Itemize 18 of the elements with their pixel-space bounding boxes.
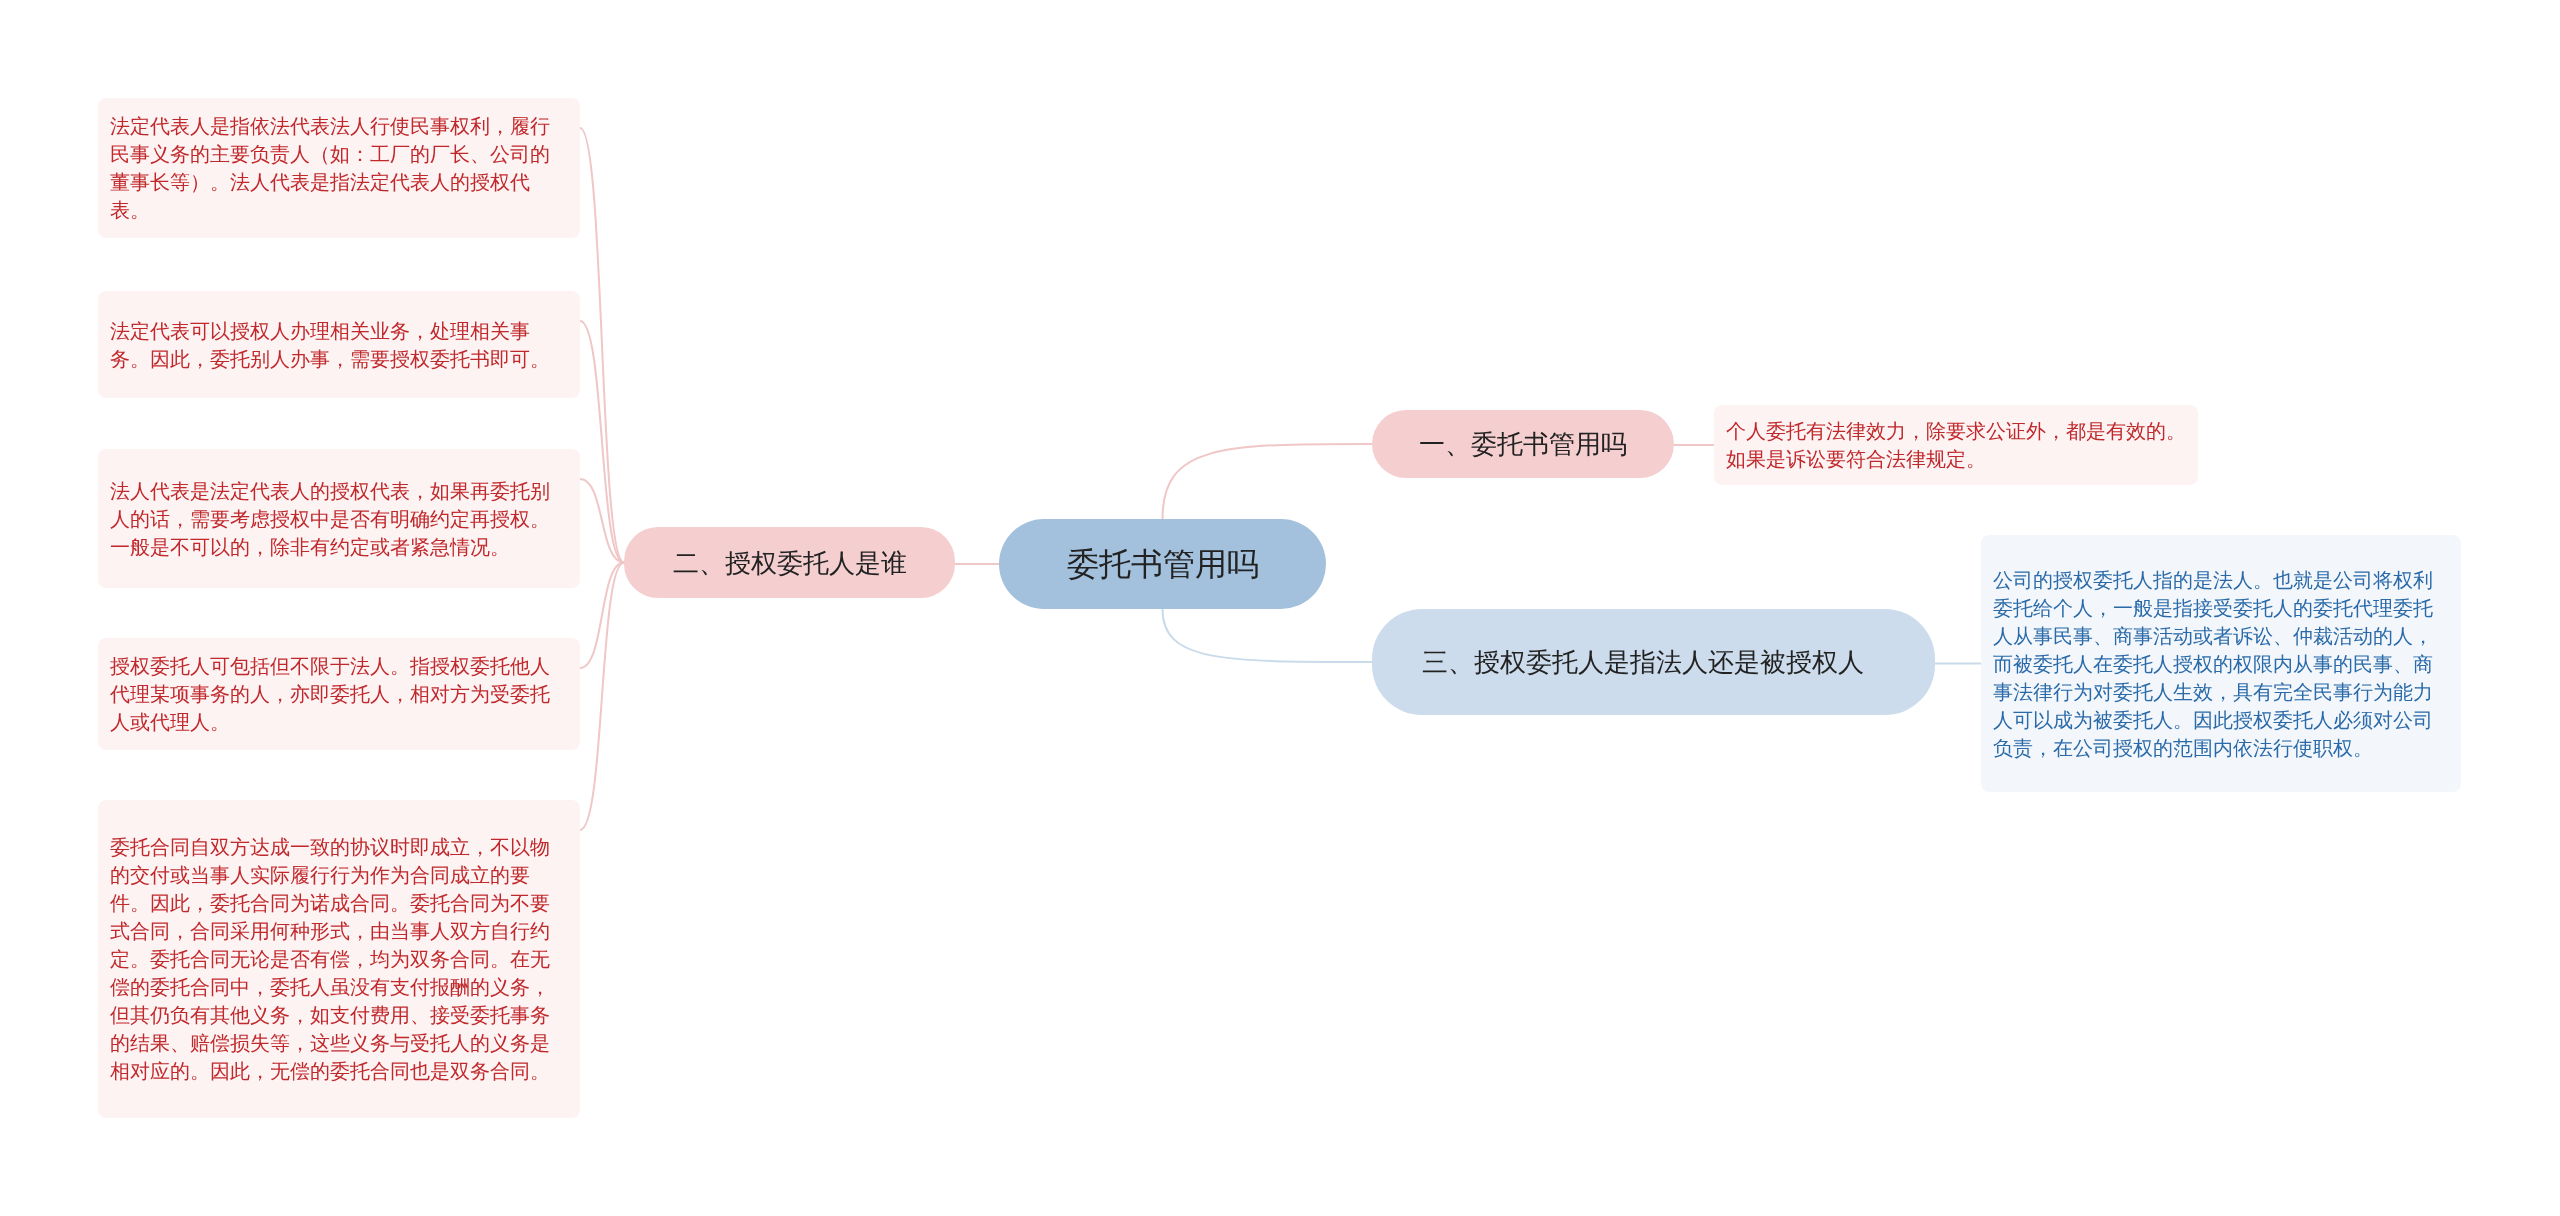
connector: [579, 320, 625, 564]
branch-topic: 二、授权委托人是谁: [624, 527, 955, 598]
note-card: 授权委托人可包括但不限于法人。指授权委托他人代理某项事务的人，亦即委托人，相对方为受委托人或代理人。: [98, 638, 580, 750]
note-card: 委托合同自双方达成一致的协议时即成立，不以物的交付或当事人实际履行行为作为合同成立的要件。因此，委托合同为诺成合同。委托合同为不要式合同，合同采用何种形式，由当事人双方自行约定。委托合同无论是否有偿，均为双务合同。在无偿的委托合同中，委托人虽没有支付报酬的义务，但其仍负有其他义务，如支付费用、接受委托事务的结果、赔偿损失等，这些义务与受托人的义务是相对应的。因此，无偿的委托合同也是双务合同。: [98, 800, 580, 1118]
branch-topic: 三、授权委托人是指法人还是被授权人: [1372, 609, 1935, 715]
note-card: 法定代表可以授权人办理相关业务，处理相关事务。因此，委托别人办事，需要授权委托书即可。: [98, 291, 580, 398]
connector: [954, 563, 1000, 565]
note-card: 公司的授权委托人指的是法人。也就是公司将权利委托给个人，一般是指接受委托人的委托代理委托人从事民事、商事活动或者诉讼、仲裁活动的人，而被委托人在委托人授权的权限内从事的民事、商事法律行为对委托人生效，具有完全民事行为能力人可以成为被委托人。因此授权委托人必须对公司负责，在公司授权的范围内依法行使职权。: [1981, 535, 2461, 792]
note-card: 法人代表是法定代表人的授权代表，如果再委托别人的话，需要考虑授权中是否有明确约定再授权。一般是不可以的，除非有约定或者紧急情况。: [98, 449, 580, 588]
connector: [1161, 608, 1373, 663]
note-card: 个人委托有法律效力，除要求公证外，都是有效的。如果是诉讼要符合法律规定。: [1714, 405, 2198, 485]
note-card: 法定代表人是指依法代表法人行使民事权利，履行民事义务的主要负责人（如：工厂的厂长、公司的董事长等）。法人代表是指法定代表人的授权代表。: [98, 98, 580, 238]
connector: [1934, 662, 1982, 665]
connector: [579, 561, 625, 831]
connector: [1673, 444, 1715, 446]
branch-topic: 一、委托书管用吗: [1372, 410, 1674, 478]
connector: [1161, 443, 1373, 520]
central-topic: 委托书管用吗: [999, 519, 1326, 609]
